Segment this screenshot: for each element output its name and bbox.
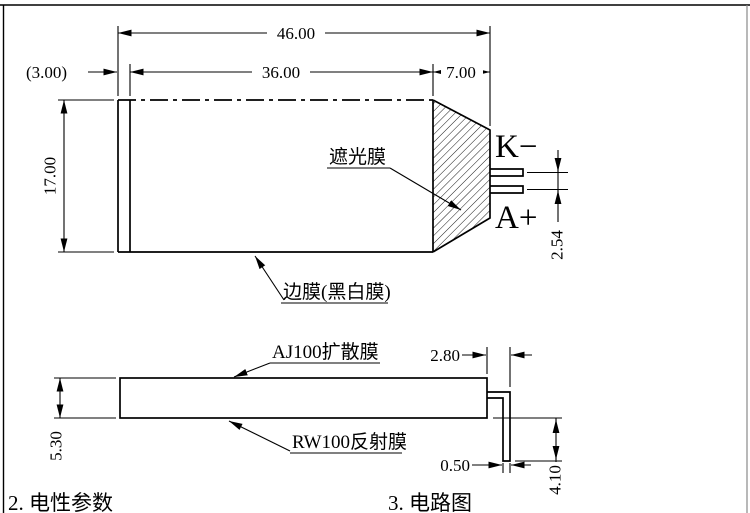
sheet-frame bbox=[0, 4, 750, 513]
led-hatch-region bbox=[433, 100, 490, 252]
label-diffusion-film: AJ100扩散膜 bbox=[233, 341, 380, 378]
section-captions: 2. 电性参数 3. 电路图 bbox=[8, 491, 472, 513]
fpc-tail-outline bbox=[487, 391, 511, 462]
dim-text-mask bbox=[252, 64, 310, 80]
cathode-pin bbox=[490, 168, 524, 177]
dim-body-width-text: 36.00 bbox=[262, 63, 300, 82]
pin-positive-label: A+ bbox=[495, 200, 537, 236]
anode-pin bbox=[490, 185, 524, 194]
film-stack-bar bbox=[119, 377, 488, 419]
edge-film-text: 边膜(黑白膜) bbox=[283, 281, 391, 303]
section-2-caption: 2. 电性参数 bbox=[8, 491, 113, 513]
leader-arrow bbox=[254, 255, 285, 301]
dim-tail-length-text: 4.10 bbox=[546, 465, 565, 495]
dim-text-mask bbox=[267, 24, 325, 41]
led-taper-outline bbox=[432, 99, 491, 253]
dim-tail-offset-text: 2.80 bbox=[430, 346, 460, 365]
dim-tail-offset: 2.80 bbox=[430, 346, 532, 387]
film-stack-outline bbox=[119, 377, 511, 462]
dim-height-text: 17.00 bbox=[41, 157, 60, 195]
label-reflection-film: RW100反射膜 bbox=[228, 420, 407, 454]
dim-tail-thickness: 0.50 bbox=[440, 456, 531, 475]
dim-left-margin-text: (3.00) bbox=[26, 63, 67, 82]
backlight-body-outline bbox=[117, 99, 491, 253]
dim-height: 17.00 bbox=[41, 99, 114, 253]
section-3-caption: 3. 电路图 bbox=[388, 491, 472, 513]
dim-tail-length: 4.10 bbox=[493, 417, 565, 498]
dim-pin-pitch: 2.54 bbox=[527, 150, 568, 268]
leader-arrow bbox=[233, 362, 271, 378]
dim-led-width-text: 7.00 bbox=[446, 63, 476, 82]
dim-tail-thickness-text: 0.50 bbox=[440, 456, 470, 475]
dim-stack-thickness: 5.30 bbox=[47, 377, 116, 461]
led-pins: K− A+ bbox=[490, 129, 537, 236]
shading-film-text: 遮光膜 bbox=[329, 146, 386, 168]
dim-total-width-text: 46.00 bbox=[277, 24, 315, 43]
diffusion-film-text: AJ100扩散膜 bbox=[272, 341, 379, 363]
leader-arrow bbox=[228, 420, 291, 452]
dim-segment-row: (3.00) 36.00 7.00 bbox=[26, 63, 490, 96]
dim-text-mask bbox=[547, 462, 564, 498]
pin-negative-label: K− bbox=[495, 129, 537, 165]
label-edge-film: 边膜(黑白膜) bbox=[254, 255, 391, 304]
dim-text-mask bbox=[549, 222, 566, 268]
leader-arrow bbox=[389, 167, 462, 211]
dim-total-width: 46.00 bbox=[117, 24, 491, 126]
label-shading-film: 遮光膜 bbox=[327, 146, 462, 211]
dim-pin-pitch-text: 2.54 bbox=[548, 230, 567, 260]
top-view: K− A+ 46.00 (3.00) 36.00 7.00 bbox=[26, 24, 568, 304]
side-view: 5.30 2.80 0.50 4.10 bbox=[47, 341, 565, 498]
dim-stack-thickness-text: 5.30 bbox=[47, 431, 66, 461]
dim-text-mask bbox=[441, 64, 483, 80]
reflection-film-text: RW100反射膜 bbox=[292, 431, 407, 453]
